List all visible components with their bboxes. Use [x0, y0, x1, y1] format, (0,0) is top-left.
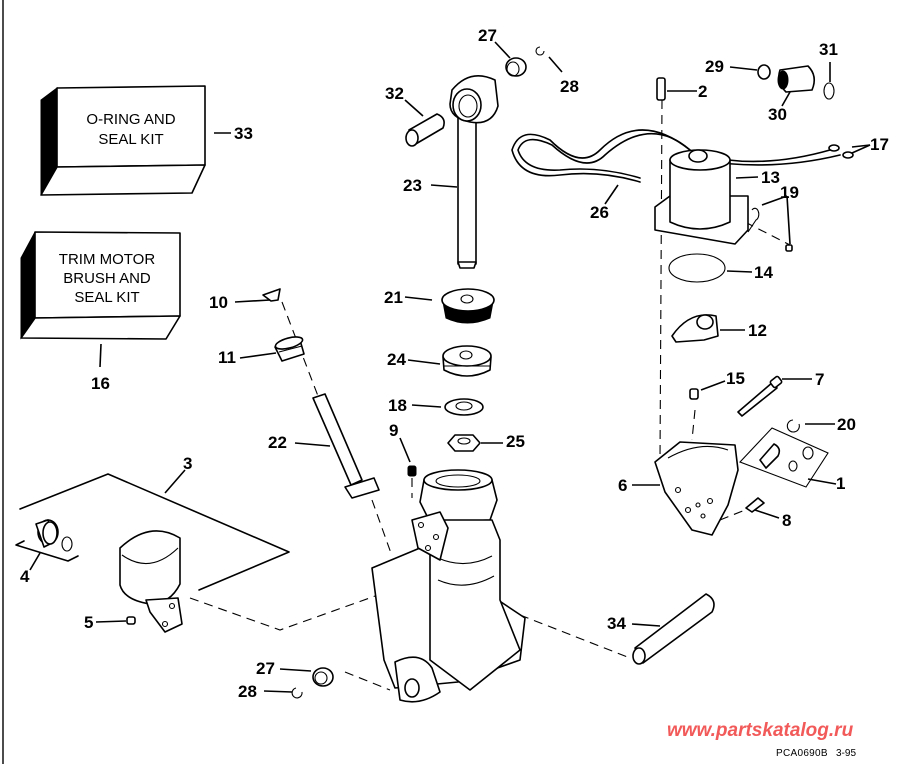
kit-16-line-1: TRIM MOTOR [59, 251, 156, 268]
callout-21: 21 [384, 288, 403, 307]
alignment-line [719, 509, 746, 521]
callout-10: 10 [209, 293, 228, 312]
callout-17: 17 [870, 135, 889, 154]
tube-assembly: 10 11 22 [209, 288, 380, 499]
callout-22: 22 [268, 433, 287, 452]
trim-motor-assembly: 17 26 13 19 14 2 29 30 31 [511, 40, 889, 283]
watermark-link[interactable]: www.partskatalog.ru [667, 720, 854, 741]
callout-28-top: 28 [560, 77, 579, 96]
kit-box-trim-motor-brush: TRIM MOTOR BRUSH AND SEAL KIT 16 [20, 231, 181, 393]
alignment-line [189, 579, 421, 631]
part-28-clip [291, 687, 303, 699]
callout-30: 30 [768, 105, 787, 124]
kit-33-line-2: SEAL KIT [98, 131, 163, 148]
callout-9: 9 [389, 421, 398, 440]
kit-16-line-3: SEAL KIT [74, 289, 139, 306]
callout-4: 4 [20, 567, 30, 586]
callout-27-bottom: 27 [256, 659, 275, 678]
callout-11: 11 [218, 348, 236, 367]
callout-32: 32 [385, 84, 404, 103]
callout-14: 14 [754, 263, 773, 282]
alignment-line [691, 409, 696, 441]
drawing-date: 3-95 [836, 748, 857, 759]
callout-26: 26 [590, 203, 609, 222]
callout-7: 7 [815, 370, 824, 389]
callout-13: 13 [761, 168, 780, 187]
alignment-line [519, 614, 631, 659]
callout-31: 31 [819, 40, 838, 59]
callout-25: 25 [506, 432, 525, 451]
callout-19: 19 [780, 183, 799, 202]
drawing-code: PCA0690B [776, 748, 828, 759]
alignment-line [371, 499, 393, 557]
pivot-pin: 34 [607, 593, 715, 665]
callout-6: 6 [618, 476, 627, 495]
trim-rod-assembly: 32 23 27 28 [385, 26, 579, 269]
callout-12: 12 [748, 321, 767, 340]
callout-28-bottom: 28 [238, 682, 257, 701]
callout-3: 3 [183, 454, 192, 473]
callout-8: 8 [782, 511, 791, 530]
part-9-plug [407, 465, 417, 477]
callout-23: 23 [403, 176, 422, 195]
alignment-line [659, 99, 663, 461]
callout-24: 24 [387, 350, 406, 369]
piston-stack: 21 24 18 25 [384, 288, 525, 452]
pump-assembly: 12 15 7 20 1 6 8 [618, 314, 856, 536]
callout-1: 1 [836, 474, 845, 493]
kit-33-line-1: O-RING AND [86, 111, 175, 128]
callout-15: 15 [726, 369, 745, 388]
trim-cylinder-body [371, 469, 526, 703]
callout-16: 16 [91, 374, 110, 393]
callout-5: 5 [84, 613, 93, 632]
reservoir-assembly: 3 4 5 [15, 454, 290, 633]
callout-34: 34 [607, 614, 626, 633]
callout-2: 2 [698, 82, 707, 101]
kit-box-oring-seal: O-RING AND SEAL KIT 33 [40, 85, 253, 196]
callout-18: 18 [388, 396, 407, 415]
callout-27-top: 27 [478, 26, 497, 45]
callout-29: 29 [705, 57, 724, 76]
callout-20: 20 [837, 415, 856, 434]
callout-33: 33 [234, 124, 253, 143]
alignment-line [344, 671, 391, 691]
kit-16-line-2: BRUSH AND [63, 270, 151, 287]
